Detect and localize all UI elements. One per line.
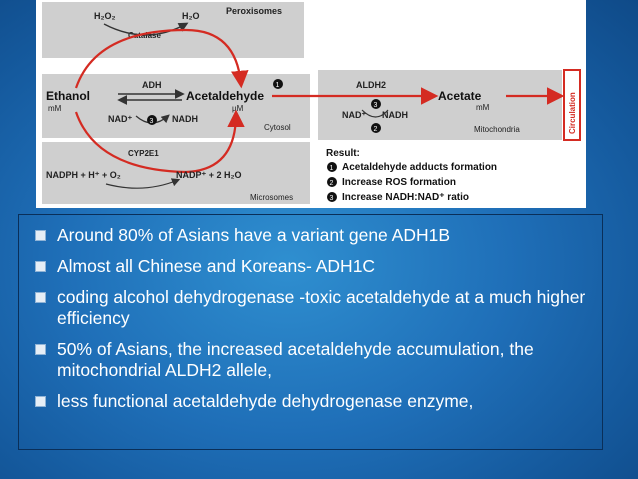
bullet-item: 50% of Asians, the increased acetaldehyd… — [35, 339, 592, 381]
adh-label: ADH — [142, 80, 162, 90]
h2o2-label: H₂O₂ — [94, 11, 116, 21]
square-bullet-icon — [35, 230, 46, 241]
microsomes-panel — [42, 142, 310, 204]
h2o-label: H₂O — [182, 11, 200, 21]
microsome-left-label: NADPH + H⁺ + O₂ — [46, 170, 121, 180]
result-2-num: 2 — [330, 180, 334, 187]
result-title: Result: — [326, 148, 360, 159]
square-bullet-icon — [35, 261, 46, 272]
result-3-circle — [327, 192, 337, 202]
microsome-arc — [105, 178, 181, 189]
bullet-text: less functional acetaldehyde dehydrogena… — [57, 391, 474, 411]
mito-nad-label: NAD⁺ — [342, 110, 366, 120]
acetaldehyde-unit: µM — [232, 104, 244, 113]
result-2-circle — [327, 177, 337, 187]
acetate-label: Acetate — [438, 89, 482, 103]
peroxisome-red-arc — [74, 28, 249, 89]
bullet-text: Around 80% of Asians have a variant gene… — [57, 225, 451, 245]
bullet-text: 50% of Asians, the increased acetaldehyd… — [57, 339, 534, 380]
cytosol-panel — [42, 74, 310, 138]
acetate-unit: mM — [476, 103, 490, 112]
mito-marker-2-circle — [371, 123, 381, 133]
result-1-text: Acetaldehyde adducts formation — [342, 162, 497, 173]
ethanol-metabolism-diagram: Peroxisomes H₂O₂ H₂O Catalase Ethanol mM… — [36, 0, 586, 208]
bullet-item: less functional acetaldehyde dehydrogena… — [35, 391, 592, 412]
square-bullet-icon — [35, 292, 46, 303]
ethanol-label: Ethanol — [46, 89, 90, 103]
mito-marker-2-text: 2 — [374, 126, 378, 133]
bullet-text: Almost all Chinese and Koreans- ADH1C — [57, 256, 376, 276]
result-1-circle — [327, 162, 337, 172]
result-3-text: Increase NADH:NAD⁺ ratio — [342, 192, 469, 203]
bullet-text: coding alcohol dehydrogenase -toxic acet… — [57, 287, 586, 328]
result-1-num: 1 — [330, 165, 334, 172]
marker-1-text: 1 — [276, 82, 280, 89]
mito-marker-3-text: 3 — [374, 102, 378, 109]
acetaldehyde-label: Acetaldehyde — [186, 89, 264, 103]
circulation-box — [563, 69, 581, 141]
square-bullet-icon — [35, 344, 46, 355]
mitochondria-label: Mitochondria — [474, 125, 520, 134]
peroxisomes-label: Peroxisomes — [226, 6, 282, 16]
marker-1-circle — [273, 79, 283, 89]
aldh2-label: ALDH2 — [356, 80, 386, 90]
cyp2e1-label: CYP2E1 — [128, 149, 159, 158]
mito-nad-curve — [361, 109, 389, 118]
bullet-item: Almost all Chinese and Koreans- ADH1C — [35, 256, 592, 277]
square-bullet-icon — [35, 396, 46, 407]
mito-nadh-label: NADH — [382, 110, 408, 120]
mito-marker-3-circle — [371, 99, 381, 109]
microsome-red-arc — [74, 109, 245, 174]
circulation-label: Circulation — [568, 92, 577, 134]
bullet-list: Around 80% of Asians have a variant gene… — [18, 214, 603, 450]
result-2-text: Increase ROS formation — [342, 177, 456, 188]
bullet-item: Around 80% of Asians have a variant gene… — [35, 225, 592, 246]
nadh-label: NADH — [172, 114, 198, 124]
nad-label: NAD⁺ — [108, 114, 132, 124]
marker-3-circle — [147, 115, 157, 125]
cytosol-label: Cytosol — [264, 123, 291, 132]
marker-3-text: 3 — [150, 118, 154, 125]
result-3-num: 3 — [330, 195, 334, 202]
catalase-arc — [103, 22, 189, 36]
ethanol-unit: mM — [48, 104, 62, 113]
mitochondria-panel — [318, 70, 562, 140]
bullet-item: coding alcohol dehydrogenase -toxic acet… — [35, 287, 592, 329]
microsomes-label: Microsomes — [250, 193, 293, 202]
microsome-right-label: NADP⁺ + 2 H₂O — [176, 170, 242, 180]
